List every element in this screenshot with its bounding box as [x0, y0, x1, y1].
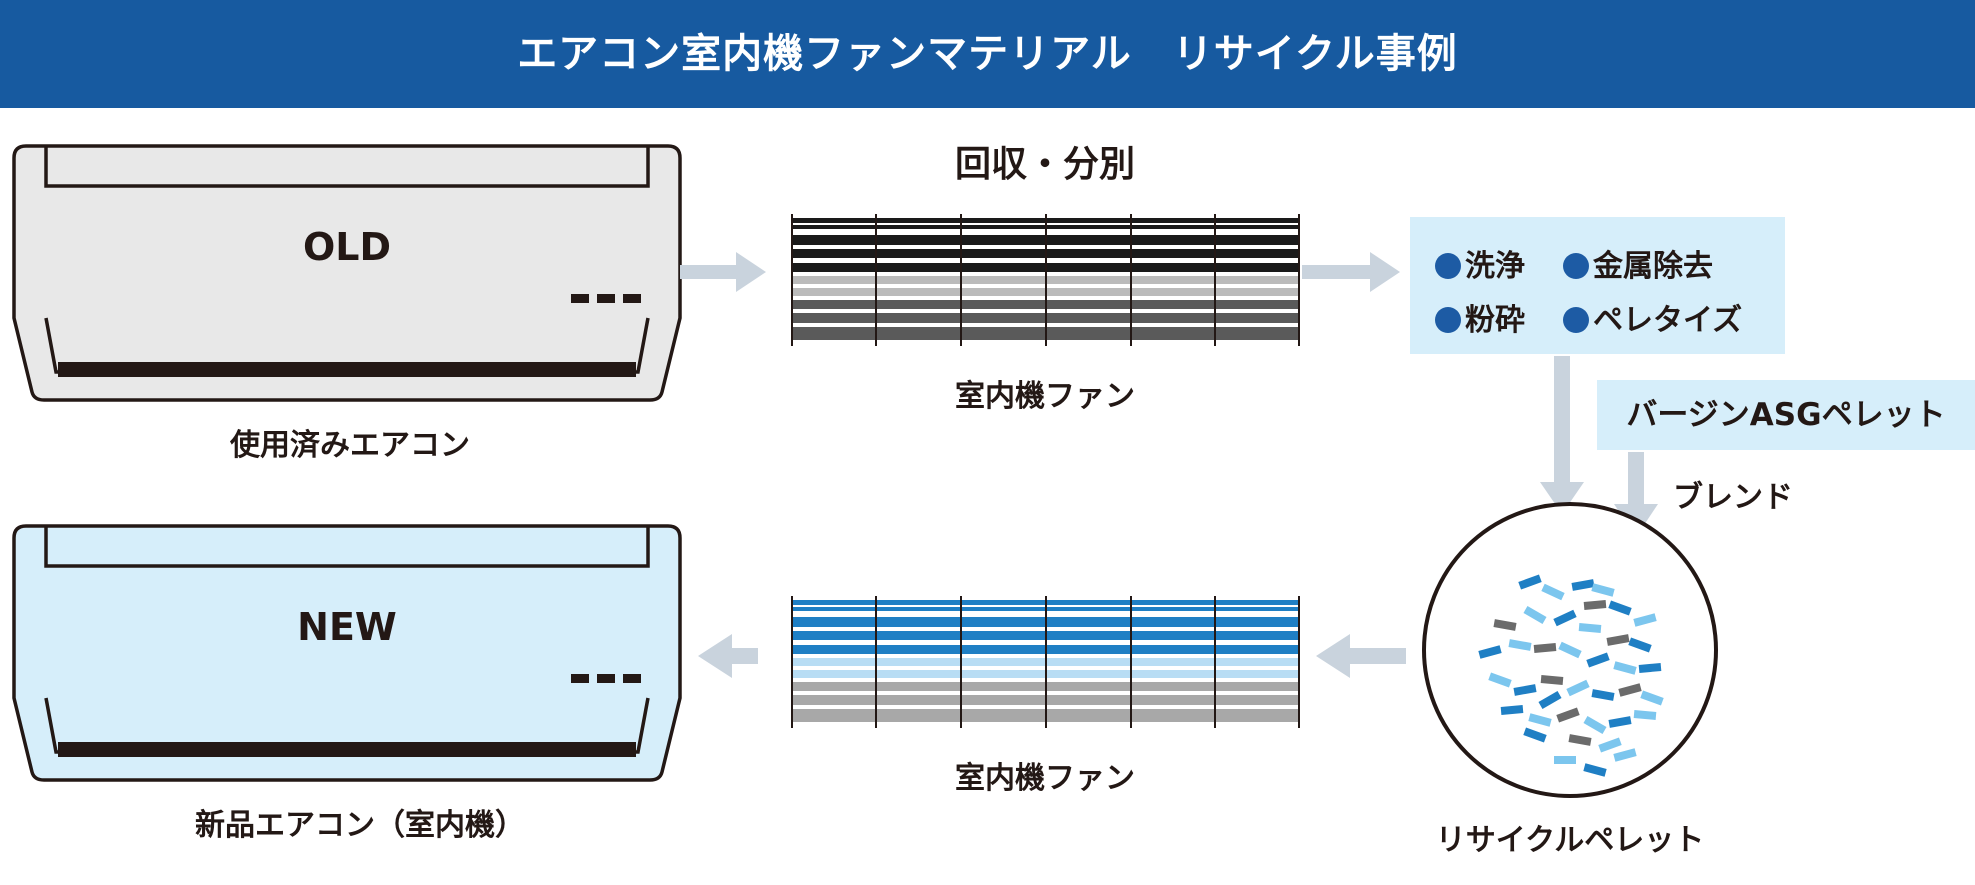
arrow-left-2: [698, 634, 758, 678]
page-title: エアコン室内機ファンマテリアル リサイクル事例: [517, 31, 1458, 77]
pellet-particle: [1571, 579, 1595, 591]
pellet-particle: [1628, 637, 1652, 653]
pellet-particle: [1553, 609, 1577, 627]
new-fan-illustration: [791, 596, 1300, 728]
virgin-asg-pellet-box: バージンASGペレット: [1597, 380, 1975, 450]
pellet-particle: [1508, 639, 1532, 651]
pellet-particle: [1586, 652, 1610, 668]
process-step-wash: 洗浄: [1435, 241, 1525, 285]
pellet-particle: [1591, 689, 1615, 701]
pellet-particle: [1478, 645, 1502, 659]
pellet-particle: [1583, 600, 1607, 610]
pellet-particle: [1606, 634, 1630, 646]
pellet-particle: [1538, 691, 1562, 709]
pellet-particle: [1488, 672, 1512, 688]
pellet-particle: [1613, 748, 1637, 762]
process-step-pelletize: ペレタイズ: [1563, 295, 1742, 339]
pellet-particle: [1591, 583, 1615, 597]
arrow-down-1: [1540, 356, 1584, 514]
pellet-particle: [1633, 710, 1657, 720]
blend-label: ブレンド: [1673, 480, 1793, 515]
pellet-particle: [1578, 623, 1602, 633]
pellet-particle: [1613, 661, 1637, 675]
old-unit-caption: 使用済みエアコン: [230, 428, 470, 463]
collection-sorting-heading: 回収・分別: [954, 144, 1135, 185]
new-fan-caption: 室内機ファン: [955, 761, 1135, 796]
header-bar: エアコン室内機ファンマテリアル リサイクル事例: [0, 0, 1975, 108]
pellet-particle: [1598, 737, 1622, 753]
new-unit-caption: 新品エアコン（室内機）: [195, 808, 525, 843]
process-steps-box: 洗浄 金属除去 粉砕 ペレタイズ: [1410, 217, 1785, 354]
bullet-icon: [1563, 307, 1589, 333]
pellet-particles: [1478, 574, 1664, 777]
recycled-pellet-caption: リサイクルペレット: [1435, 823, 1705, 858]
arrow-right-1: [680, 252, 766, 292]
old-unit-label: OLD: [302, 225, 392, 269]
pellet-particle: [1528, 713, 1552, 727]
old-fan-caption: 室内機ファン: [955, 379, 1135, 414]
pellet-particle: [1523, 606, 1547, 624]
pellet-particle: [1618, 683, 1642, 697]
bullet-icon: [1563, 253, 1589, 279]
virgin-asg-pellet-label: バージンASGペレット: [1626, 397, 1946, 433]
arrow-right-2: [1302, 252, 1400, 292]
pellet-particle: [1518, 574, 1542, 590]
pellet-particle: [1493, 619, 1517, 631]
pellet-particle: [1638, 663, 1662, 673]
pellet-particle: [1568, 734, 1592, 746]
old-aircon-unit: [12, 144, 682, 402]
pellet-particle: [1523, 727, 1547, 743]
arrow-left-1: [1316, 634, 1406, 678]
pellet-particle: [1540, 675, 1564, 685]
pellet-particle: [1583, 763, 1607, 777]
pellet-particle: [1533, 643, 1557, 653]
new-aircon-unit: [12, 524, 682, 782]
pellet-particle: [1556, 707, 1580, 723]
pellet-particle: [1633, 613, 1657, 627]
old-fan-illustration: [791, 214, 1300, 346]
process-step-metal-removal: 金属除去: [1563, 241, 1713, 285]
pellet-particle: [1554, 756, 1576, 764]
bullet-icon: [1435, 307, 1461, 333]
pellet-particle: [1500, 705, 1524, 715]
pellet-particle: [1541, 583, 1565, 601]
new-unit-label: NEW: [297, 605, 397, 649]
pellet-particle: [1583, 716, 1607, 734]
process-step-crush: 粉砕: [1435, 295, 1525, 339]
pellet-particle: [1513, 684, 1537, 696]
pellet-particle: [1608, 600, 1632, 616]
pellet-particle: [1566, 679, 1590, 697]
pellet-particle: [1640, 690, 1664, 706]
pellet-particle: [1608, 716, 1632, 728]
bullet-icon: [1435, 253, 1461, 279]
pellet-particle: [1558, 641, 1582, 659]
